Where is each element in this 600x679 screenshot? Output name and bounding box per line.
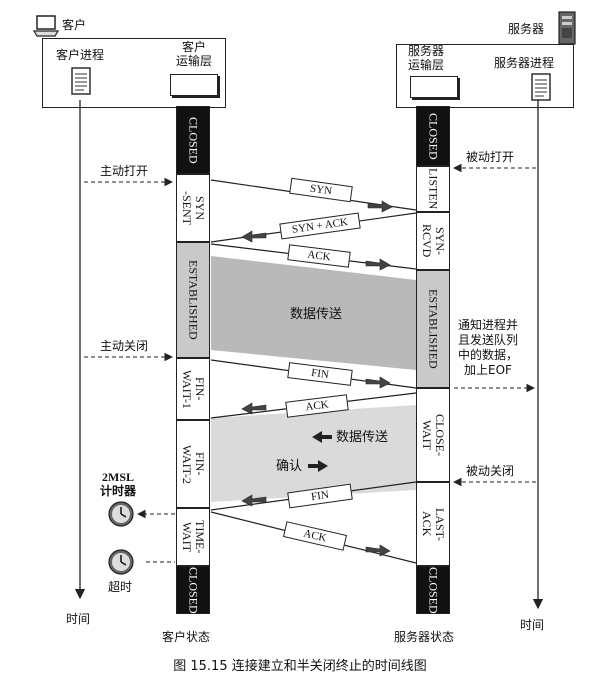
server-state-syn-rcvd: SYN- RCVD [416,212,450,270]
client-state-footer: 客户状态 [162,630,211,644]
client-process-label: 客户进程 [56,48,105,62]
client-state-fin-wait-2: FIN- WAIT-2 [176,420,210,508]
client-state-closed: CLOSED [176,106,210,174]
server-process-label: 服务器进程 [494,56,555,70]
2msl-timer-label: 2MSL 计时器 [100,470,137,498]
document-icon [530,72,552,102]
figure-caption: 图 15.15 连接建立和半关闭终止的时间线图 [173,659,427,674]
server-state-closed: CLOSED [416,566,450,614]
server-state-close-wait: CLOSE- WAIT [416,388,450,482]
data-transfer-label: 数据传送 [290,307,343,322]
data-transfer-label: 数据传送 [336,430,389,445]
client-time-label: 时间 [66,612,91,626]
passive-open-label: 被动打开 [466,150,515,164]
server-state-listen: LISTEN [416,166,450,212]
server-time-label: 时间 [520,618,545,632]
active-open-label: 主动打开 [100,164,149,178]
active-close-label: 主动关闭 [100,339,149,353]
client-transport-buffer [170,74,218,96]
client-state-fin-wait-1: FIN- WAIT-1 [176,358,210,420]
server-title: 服务器 [508,22,545,36]
server-transport-label: 服务器 运输层 [408,44,445,72]
confirm-label: 确认 [276,459,303,474]
document-icon [70,66,92,96]
notify-process-label: 通知进程并 且发送队列 中的数据， 加上EOF [458,318,519,377]
timeout-label: 超时 [108,580,133,594]
client-state-established: ESTABLISHED [176,242,210,358]
server-state-established: ESTABLISHED [416,270,450,388]
clock-icon [108,549,134,575]
client-state-syn-sent: SYN -SENT [176,174,210,242]
server-transport-buffer [410,76,458,98]
server-state-closed: CLOSED [416,106,450,166]
server-state-footer: 服务器状态 [394,630,455,644]
client-title: 客户 [62,18,87,32]
server-state-last-ack: LAST- ACK [416,482,450,566]
client-transport-label: 客户 运输层 [176,40,213,68]
client-state-time-wait: TIME- WAIT [176,508,210,566]
passive-close-label: 被动关闭 [466,464,515,478]
client-state-closed: CLOSED [176,566,210,614]
clock-icon [108,501,134,527]
half-close-data-area [211,405,416,502]
laptop-icon [32,14,60,38]
data-transfer-area [211,256,416,370]
